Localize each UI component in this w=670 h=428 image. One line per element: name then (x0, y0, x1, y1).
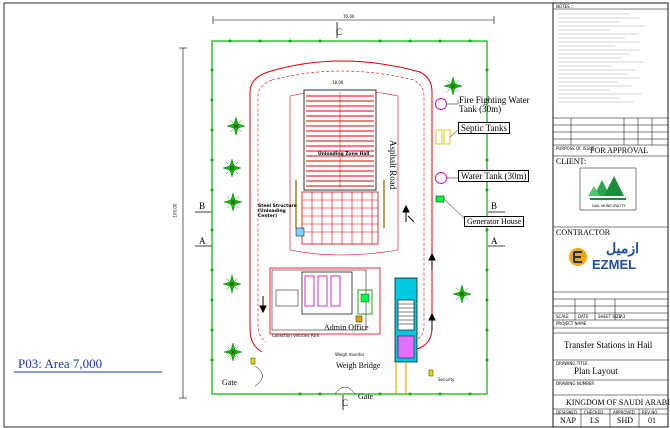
purpose-header: PURPOSE OF ISSUE (556, 146, 595, 151)
weigh-bridge (394, 277, 418, 394)
purpose-value: FOR APPROVAL (590, 146, 649, 155)
contractor-name: EZMEL (592, 257, 637, 272)
notes-lines (558, 13, 645, 103)
unloading-hall (295, 89, 385, 245)
scale-label: SCALE (556, 314, 569, 319)
weigh-monitor-label: Weigh monitor (335, 352, 365, 357)
gate-left-label: Gate (222, 378, 238, 387)
weigh-bridge-label: Weigh Bridge (336, 361, 381, 370)
drawing-title: Plan Layout (574, 366, 618, 376)
asphalt-road-label: Asphalt Road (388, 140, 398, 190)
collection-vehicles-label: Collection Vehicles Park (272, 333, 320, 338)
designed-header: DESIGNED (556, 410, 578, 415)
gate-bottom-label: Gate (358, 392, 374, 401)
ezmel-logo-icon (569, 248, 587, 266)
area-label: P03: Area 7,000 (18, 356, 103, 371)
checked-header: CHECKED (584, 410, 604, 415)
rev-header: REV NO (642, 410, 658, 415)
designed-value: NAP (560, 416, 577, 425)
sheet-size-label: SHEET SIZE (598, 314, 622, 319)
traffic-arrows (259, 204, 436, 330)
fire-tank-label: Fire Fighting Water Tank (30m) (459, 95, 530, 114)
septic-tanks-label: Septic Tanks (458, 122, 510, 134)
section-mark-b-left: B (199, 201, 206, 211)
project-name: Transfer Stations in Hail (564, 340, 653, 350)
admin-office-label: Admin Office (324, 323, 369, 332)
security-label: Security (438, 377, 455, 382)
section-mark-a-right: A (491, 236, 498, 246)
section-mark-b-right: B (491, 201, 498, 211)
gate-post-right (428, 369, 434, 377)
client-logo (579, 167, 637, 211)
gate-post-left (250, 357, 256, 365)
approved-header: APPROVED (613, 410, 635, 415)
client-logo-caption: HAIL MUNICIPALITY (592, 204, 626, 208)
contractor-arabic: ازميل (606, 240, 639, 256)
client-header: CLIENT: (556, 157, 587, 166)
rev-value: 01 (648, 416, 656, 425)
section-mark-c-bottom: C (342, 398, 349, 408)
unloading-zone-label: Unloading Zone Hall (318, 152, 370, 157)
notes-header: NOTES : (556, 4, 573, 9)
admin-office-area (269, 267, 381, 335)
generator-house-label: Generator House (464, 216, 525, 227)
water-tank-label: Water Tank (30m) (458, 170, 530, 182)
water-tank-icon (435, 172, 447, 184)
section-mark-a-left: A (199, 236, 206, 246)
checked-value: LS (590, 416, 600, 425)
title-block-grid (552, 2, 669, 428)
section-mark-c-top: C (336, 27, 343, 37)
date-label: DATE (578, 314, 589, 319)
drawing-number-header: DRAWING NUMBER (556, 381, 595, 386)
fire-tank-icon (435, 98, 447, 110)
kingdom-label: KINGDOM OF SAUDI ARABIA (566, 398, 670, 407)
dimension-canopy-label: 18.00 (332, 80, 344, 85)
contractor-header: CONTRACTOR (556, 228, 611, 237)
sheet-size-value: A3 (620, 314, 626, 319)
approved-value: SHD (617, 416, 634, 425)
steel-structure-label: Steel Structure (Unloading Center) (258, 204, 297, 219)
project-name-header: PROJECT NAME (556, 321, 587, 326)
dimension-top-label: 70.00 (343, 14, 355, 19)
road-inner-edge (257, 70, 425, 343)
dimension-left-label: 100.00 (172, 203, 178, 218)
palm-tree-icons (222, 76, 472, 362)
septic-tank-icon (435, 129, 443, 145)
road-outer-edge (249, 60, 433, 353)
generator-icon (435, 195, 445, 203)
drawing-title-header: DRAWING TITLE (556, 361, 588, 366)
